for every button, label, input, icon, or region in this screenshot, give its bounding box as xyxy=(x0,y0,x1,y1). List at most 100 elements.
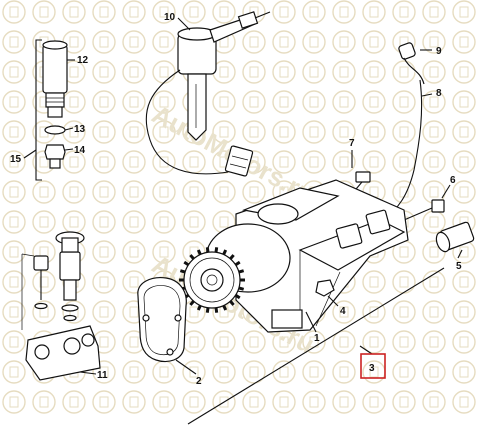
watermark-ring xyxy=(302,330,326,354)
watermark-glyph xyxy=(429,396,439,408)
watermark-glyph xyxy=(339,156,349,168)
watermark-ring xyxy=(212,120,236,144)
part-8-fuel-line xyxy=(381,79,423,221)
watermark-ring xyxy=(2,60,26,84)
callout-1: 1 xyxy=(314,333,320,344)
gear-tooth xyxy=(189,300,195,306)
callout-3: 3 xyxy=(369,363,375,374)
watermark-glyph xyxy=(99,276,109,288)
watermark-glyph xyxy=(189,366,199,378)
watermark-glyph xyxy=(399,246,409,258)
watermark-ring xyxy=(362,300,386,324)
watermark-glyph xyxy=(369,96,379,108)
watermark-ring xyxy=(272,390,296,414)
watermark-glyph xyxy=(9,186,19,198)
watermark-glyph xyxy=(279,6,289,18)
watermark-glyph xyxy=(159,186,169,198)
part-1-injection-pump xyxy=(179,179,409,333)
watermark-ring xyxy=(122,210,146,234)
watermark-glyph xyxy=(429,186,439,198)
watermark-ring xyxy=(302,30,326,54)
watermark-ring xyxy=(272,0,296,24)
watermark-ring xyxy=(122,180,146,204)
watermark-ring xyxy=(92,270,116,294)
watermark-glyph xyxy=(129,306,139,318)
watermark-ring xyxy=(332,300,356,324)
watermark-glyph xyxy=(369,156,379,168)
watermark-ring xyxy=(272,150,296,174)
watermark-glyph xyxy=(249,336,259,348)
gear-tooth xyxy=(222,249,228,256)
watermark-ring xyxy=(152,210,176,234)
watermark-glyph xyxy=(159,246,169,258)
watermark-ring xyxy=(212,360,236,384)
callout-9: 9 xyxy=(436,46,442,57)
watermark-ring xyxy=(302,150,326,174)
watermark-ring xyxy=(182,210,206,234)
watermark-ring xyxy=(362,390,386,414)
watermark-ring xyxy=(422,330,446,354)
watermark-glyph xyxy=(129,336,139,348)
watermark-ring xyxy=(362,60,386,84)
watermark-ring xyxy=(392,390,416,414)
watermark-ring xyxy=(452,300,476,324)
watermark-ring xyxy=(32,390,56,414)
watermark-glyph xyxy=(219,126,229,138)
watermark-glyph xyxy=(399,126,409,138)
watermark-glyph xyxy=(189,336,199,348)
watermark-glyph xyxy=(339,306,349,318)
watermark-glyph xyxy=(219,186,229,198)
watermark-ring xyxy=(242,360,266,384)
watermark-ring xyxy=(212,330,236,354)
gear-tooth xyxy=(183,260,190,267)
watermark-ring xyxy=(242,390,266,414)
watermark-glyph xyxy=(399,336,409,348)
watermark-glyph xyxy=(69,216,79,228)
watermark-glyph xyxy=(309,396,319,408)
watermark-glyph xyxy=(429,336,439,348)
watermark-glyph xyxy=(99,36,109,48)
watermark-ring xyxy=(92,240,116,264)
watermark-glyph xyxy=(69,96,79,108)
watermark-ring xyxy=(452,120,476,144)
gear-tooth xyxy=(196,249,202,256)
watermark-glyph xyxy=(129,396,139,408)
callout-11: 11 xyxy=(97,370,108,381)
watermark-glyph xyxy=(99,246,109,258)
watermark-ring xyxy=(122,30,146,54)
watermark-glyph xyxy=(459,6,469,18)
watermark-glyph xyxy=(129,66,139,78)
watermark-ring xyxy=(362,90,386,114)
watermark-ring xyxy=(452,180,476,204)
watermark-ring xyxy=(92,150,116,174)
watermark-ring xyxy=(452,360,476,384)
watermark-glyph xyxy=(399,96,409,108)
watermark-ring xyxy=(182,360,206,384)
watermark-ring xyxy=(152,390,176,414)
part-12-filter-cartridge xyxy=(42,40,68,118)
watermark-ring xyxy=(182,390,206,414)
watermark-ring xyxy=(2,330,26,354)
watermark-ring xyxy=(242,30,266,54)
watermark-glyph xyxy=(399,6,409,18)
watermark-ring xyxy=(362,150,386,174)
watermark-ring xyxy=(182,150,206,174)
watermark-glyph xyxy=(39,216,49,228)
watermark-glyph xyxy=(159,36,169,48)
watermark-glyph xyxy=(159,156,169,168)
watermark-glyph xyxy=(219,216,229,228)
watermark-glyph xyxy=(39,276,49,288)
watermark-ring xyxy=(332,60,356,84)
watermark-glyph xyxy=(369,336,379,348)
watermark-glyph xyxy=(9,246,19,258)
watermark-ring xyxy=(152,90,176,114)
watermark-glyph xyxy=(369,66,379,78)
watermark-ring xyxy=(2,360,26,384)
watermark-ring xyxy=(332,0,356,24)
watermark-ring xyxy=(92,180,116,204)
watermark-glyph xyxy=(459,306,469,318)
watermark-glyph xyxy=(129,216,139,228)
watermark-ring xyxy=(122,120,146,144)
watermark-ring xyxy=(152,120,176,144)
